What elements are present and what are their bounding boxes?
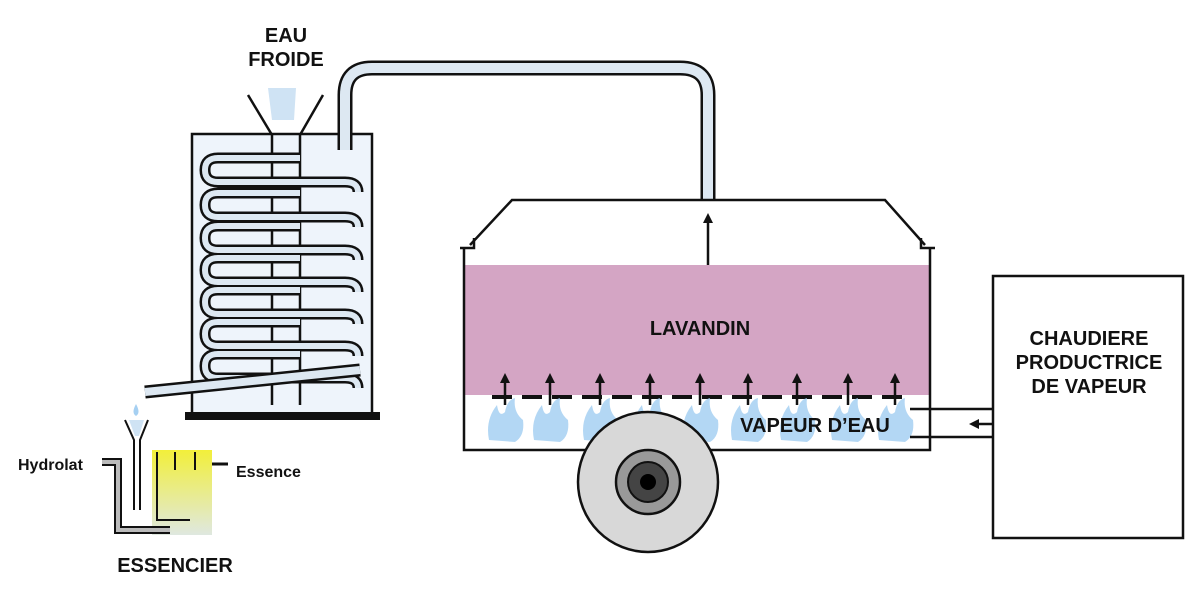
vapour-pipe	[337, 60, 716, 210]
chaudiere-label: CHAUDIERE PRODUCTRICE DE VAPEUR	[1015, 328, 1163, 398]
eau-froide-label: EAU FROIDE	[248, 25, 324, 71]
flame-1	[488, 398, 524, 442]
essence-layer	[152, 450, 212, 535]
vapeur-deau-label: VAPEUR D’EAU	[740, 415, 890, 437]
boiler	[991, 274, 1185, 540]
flame-8	[831, 398, 867, 442]
coil-tube	[201, 155, 361, 389]
lavandin-label: LAVANDIN	[649, 318, 751, 340]
still	[460, 198, 1085, 554]
cold-water-stream	[268, 88, 296, 120]
condenser-base	[185, 412, 380, 420]
essence-label: Essence	[236, 464, 301, 481]
still-lid	[469, 198, 926, 246]
flame-9	[878, 398, 914, 442]
flame-6	[731, 398, 767, 442]
still-wheel	[576, 410, 720, 554]
cooling-coil	[199, 152, 364, 389]
flame-2	[533, 398, 569, 442]
condenser	[133, 88, 380, 420]
steam-inlet	[910, 407, 995, 439]
essencier-label: ESSENCIER	[117, 555, 233, 577]
flame-7	[780, 398, 816, 442]
steam-arrows	[500, 373, 900, 405]
hydrolat-label: Hydrolat	[18, 457, 83, 474]
essencier	[102, 419, 228, 535]
condensate-droplet	[133, 404, 139, 416]
essencier-funnel	[124, 419, 149, 510]
